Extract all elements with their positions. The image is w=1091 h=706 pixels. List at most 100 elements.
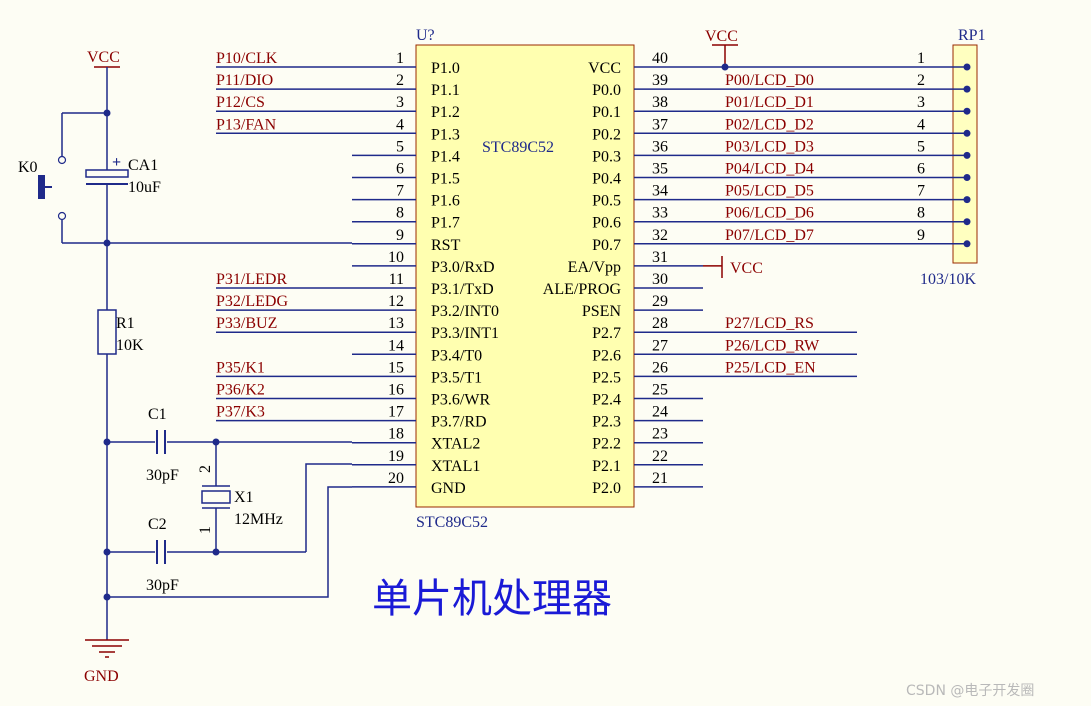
rp1-pin-number-2: 2 [917,72,925,89]
pin-number-19: 19 [388,448,404,465]
pin-name-12: P3.2/INT0 [431,303,499,320]
pin-name-31: EA/Vpp [568,259,621,276]
net-label-13: P33/BUZ [216,315,277,332]
pin-name-7: P1.6 [431,193,460,210]
x1-body [201,490,231,504]
net-label-28: P27/LCD_RS [725,315,814,332]
pin-number-17: 17 [388,404,404,421]
pin-name-30: ALE/PROG [543,281,622,298]
rp1-pin-number-9: 9 [917,227,925,244]
pin-number-23: 23 [652,426,668,443]
pin-name-5: P1.4 [431,148,460,165]
rp1-pin-number-7: 7 [917,183,925,200]
net-label-39: P00/LCD_D0 [725,72,814,89]
net-label-26: P25/LCD_EN [725,359,816,376]
rp1-pin-dot-1 [963,63,971,71]
pin-name-10: P3.0/RxD [431,259,495,276]
ca1-plus: + [112,154,121,171]
chip-name: STC89C52 [482,139,554,156]
pin-number-13: 13 [388,315,404,332]
pin-name-27: P2.6 [592,347,621,364]
pin-number-27: 27 [652,337,668,354]
pin-number-40: 40 [652,50,668,67]
pin-number-21: 21 [652,470,668,487]
net-label-38: P01/LCD_D1 [725,94,814,111]
pin-name-15: P3.5/T1 [431,369,482,386]
pin-name-20: GND [431,480,466,497]
right-pins: 40VCC39P0.0P00/LCD_D038P0.1P01/LCD_D137P… [543,50,967,497]
pin-name-3: P1.2 [431,104,460,121]
x1-ref: X1 [234,489,254,506]
r1-body [97,309,117,355]
net-label-16: P36/K2 [216,382,265,399]
pin-name-40: VCC [588,60,621,77]
rp1-pin-dot-6 [963,174,971,181]
pin-name-18: XTAL2 [431,436,480,453]
pin-name-24: P2.3 [592,414,621,431]
c1-value: 30pF [146,467,179,484]
rp1-value: 103/10K [920,271,976,288]
pin-number-29: 29 [652,293,668,310]
r1-ref: R1 [116,315,135,332]
pin-number-31: 31 [652,249,668,266]
rp1-pin-dot-9 [963,240,971,248]
c2-ref: C2 [148,516,167,533]
net-label-12: P32/LEDG [216,293,288,310]
pin-number-28: 28 [652,315,668,332]
net-label-35: P04/LCD_D4 [725,161,814,178]
rp1-pin-dot-5 [963,151,971,159]
rp1-pin-number-8: 8 [917,205,925,222]
pin-name-29: PSEN [582,303,622,320]
net-label-3: P12/CS [216,94,265,111]
pin-number-18: 18 [388,426,404,443]
pin-name-21: P2.0 [592,480,621,497]
pin-number-20: 20 [388,470,404,487]
pin-number-11: 11 [389,271,404,288]
r1-value: 10K [116,337,144,354]
pin-name-2: P1.1 [431,82,460,99]
pin-name-22: P2.1 [592,458,621,475]
rp1-pin-number-6: 6 [917,161,925,178]
rp1-pin-number-1: 1 [917,50,925,67]
pin-name-1: P1.0 [431,60,460,77]
vcc-top-label: VCC [705,28,738,45]
junction-c2-left [103,548,111,556]
pin-number-1: 1 [396,50,404,67]
pin-number-33: 33 [652,205,668,222]
pin-number-6: 6 [396,161,404,178]
pin-name-33: P0.6 [592,215,621,232]
pin-name-25: P2.4 [592,392,621,409]
net-label-27: P26/LCD_RW [725,337,820,354]
pin-name-8: P1.7 [431,215,460,232]
rp1-pin-dot-4 [963,129,971,137]
pin-name-9: RST [431,237,461,254]
rp1-pin-number-4: 4 [917,116,925,133]
rp1-pin-number-5: 5 [917,138,925,155]
pin-name-39: P0.0 [592,82,621,99]
pin-number-25: 25 [652,382,668,399]
pin-name-34: P0.5 [592,193,621,210]
pin-name-16: P3.6/WR [431,392,490,409]
pin-number-35: 35 [652,161,668,178]
ca1-value: 10uF [128,179,161,196]
pin-name-23: P2.2 [592,436,621,453]
chip-body [415,44,635,508]
pin-name-37: P0.2 [592,126,621,143]
pin-number-39: 39 [652,72,668,89]
junction-gnd [103,593,111,601]
net-label-11: P31/LEDR [216,271,287,288]
rp1-pin-dot-7 [963,196,971,204]
pin-number-26: 26 [652,359,668,376]
net-label-1: P10/CLK [216,50,278,67]
net-label-17: P37/K3 [216,404,265,421]
pin-number-3: 3 [396,94,404,111]
k0-contact-top [57,155,67,165]
net-label-32: P07/LCD_D7 [725,227,814,244]
pin-number-14: 14 [388,337,404,354]
k0-label: K0 [18,159,38,176]
left-pins: 1P1.0P10/CLK2P1.1P11/DIO3P1.2P12/CS4P1.3… [216,50,499,497]
net-label-15: P35/K1 [216,359,265,376]
pin-number-12: 12 [388,293,404,310]
